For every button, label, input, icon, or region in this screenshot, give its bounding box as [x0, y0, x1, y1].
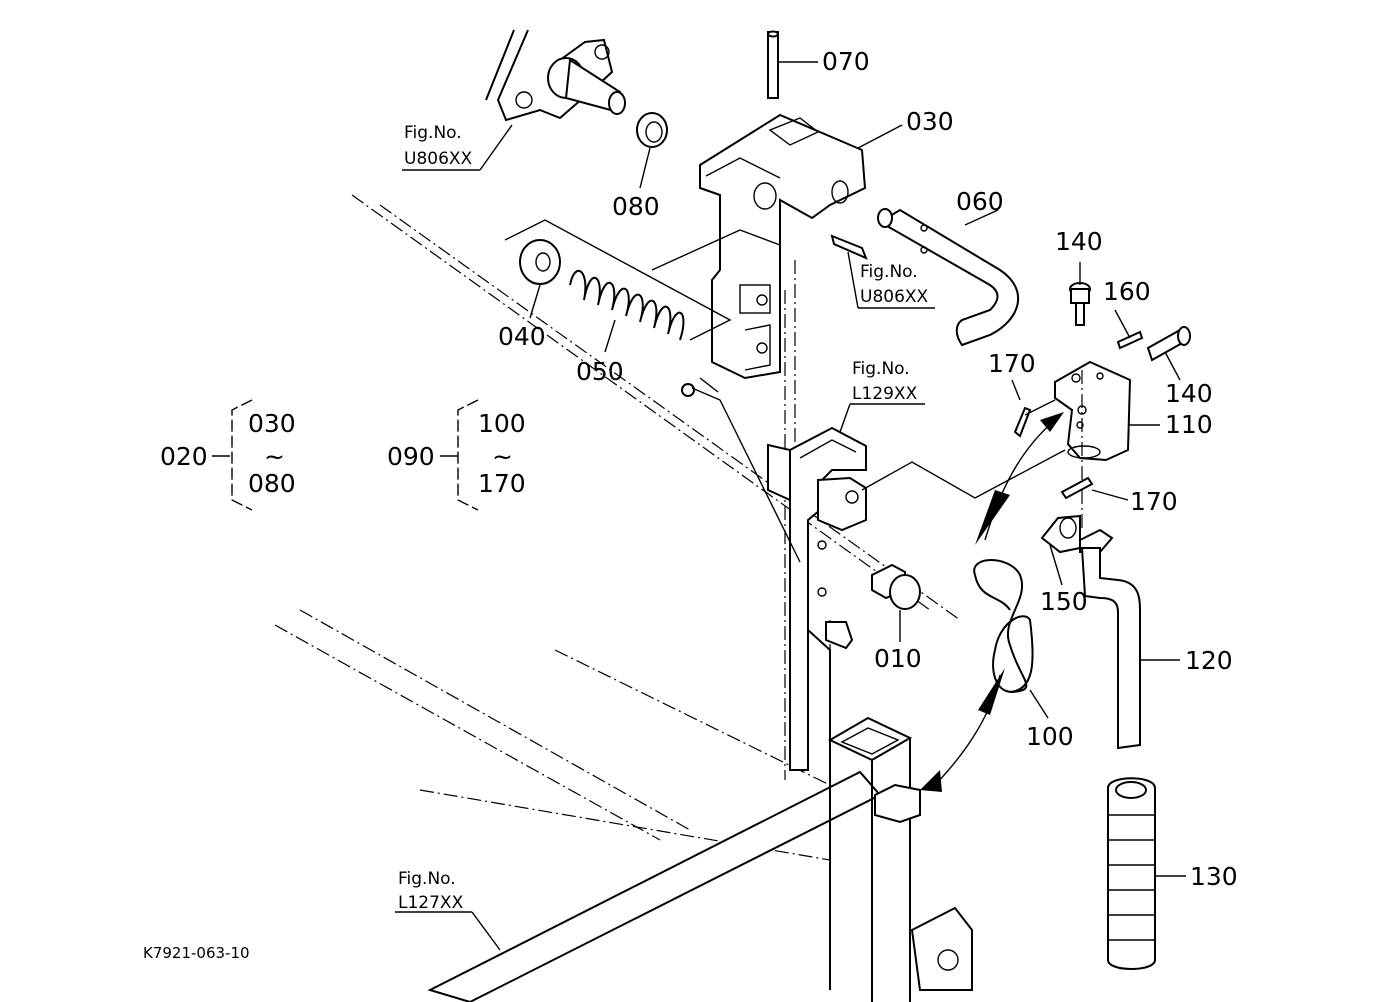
callout-100: 100 — [1026, 722, 1074, 751]
lock-handle-060 — [877, 208, 1019, 347]
pin-140-side — [1146, 326, 1191, 362]
spring-pin-160 — [1116, 330, 1144, 350]
pin-140-top — [1069, 282, 1091, 326]
pivot-plate — [485, 29, 626, 122]
callout-160: 160 — [1103, 277, 1151, 306]
bracket-030 — [699, 113, 867, 380]
figure-references: Fig.No. U806XX Fig.No. U806XX Fig.No. L1… — [398, 123, 929, 913]
fig-ref-l129-line2: L129XX — [852, 384, 918, 404]
frame-tube — [427, 770, 882, 1002]
fig-ref-l127-line1: Fig.No. — [398, 869, 456, 889]
group-020-assembly: 020 — [160, 442, 208, 471]
group-brace-020 — [212, 399, 253, 511]
callout-140-side: 140 — [1165, 379, 1213, 408]
bushing-080 — [636, 112, 668, 148]
fig-ref-u806-left-line1: Fig.No. — [404, 123, 462, 143]
side-bracket — [767, 426, 867, 771]
fig-ref-l127-line2: L127XX — [398, 893, 464, 913]
washer-040 — [519, 239, 561, 285]
callout-040: 040 — [498, 322, 546, 351]
cotter-pin-small — [830, 234, 868, 260]
link-rod — [681, 377, 801, 563]
cotter-pin-170-lower — [1060, 476, 1094, 500]
group-brace-090 — [440, 399, 479, 511]
fig-ref-u806-right-line1: Fig.No. — [860, 262, 918, 282]
grip-130 — [1107, 777, 1156, 970]
callout-120: 120 — [1185, 646, 1233, 675]
callout-150: 150 — [1040, 587, 1088, 616]
fig-ref-u806-right-line2: U806XX — [860, 287, 929, 307]
group-020: 020 030 ~ 080 — [160, 409, 296, 498]
group-090: 090 100 ~ 170 — [387, 409, 526, 498]
callout-080: 080 — [612, 192, 660, 221]
callout-070: 070 — [822, 47, 870, 76]
callout-130: 130 — [1190, 862, 1238, 891]
group-090-to: 170 — [478, 469, 526, 498]
fig-ref-u806-left-line2: U806XX — [404, 149, 473, 169]
callout-140-top: 140 — [1055, 227, 1103, 256]
fig-ref-l129-line1: Fig.No. — [852, 359, 910, 379]
part-callouts: 070 030 080 060 040 050 140 160 140 170 … — [498, 47, 1238, 891]
assembly-arrow-lower — [920, 668, 1005, 792]
cotter-pin-170-upper — [1013, 399, 1056, 438]
group-090-assembly: 090 — [387, 442, 435, 471]
callout-170-lower: 170 — [1130, 487, 1178, 516]
group-020-tilde: ~ — [264, 442, 285, 471]
callout-050: 050 — [576, 357, 624, 386]
drawing-code: K7921-063-10 — [143, 944, 250, 962]
pin-070 — [767, 30, 779, 99]
callout-170-upper: 170 — [988, 349, 1036, 378]
assembly-arrow-upper — [975, 412, 1064, 545]
bracket-110 — [1054, 360, 1132, 530]
callout-060: 060 — [956, 187, 1004, 216]
leader-lines — [395, 61, 1186, 951]
lower-post — [827, 716, 973, 1002]
lock-rod-120 — [1080, 547, 1141, 750]
group-020-to: 080 — [248, 469, 296, 498]
hairpin-100 — [973, 559, 1034, 694]
spring-050 — [569, 270, 685, 341]
callout-030: 030 — [906, 107, 954, 136]
group-090-tilde: ~ — [492, 442, 513, 471]
clip-150 — [1040, 514, 1114, 554]
assembly-outline — [504, 219, 781, 341]
callout-110: 110 — [1165, 410, 1213, 439]
callout-010: 010 — [874, 644, 922, 673]
group-020-from: 030 — [248, 409, 296, 438]
bolt-010 — [871, 563, 921, 610]
group-090-from: 100 — [478, 409, 526, 438]
